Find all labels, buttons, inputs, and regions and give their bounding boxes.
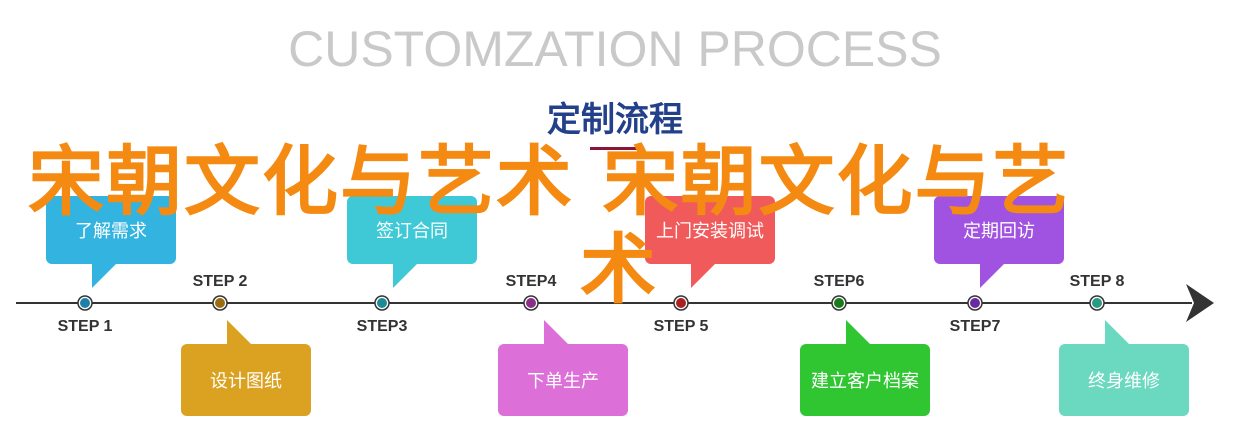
step-label: STEP4 bbox=[505, 273, 557, 290]
chinese-title: 定制流程 bbox=[547, 100, 683, 140]
step-bubble: 签订合同 bbox=[347, 196, 477, 288]
step-label: STEP 2 bbox=[192, 273, 248, 290]
step-dot bbox=[526, 298, 536, 308]
step-bubble-text: 签订合同 bbox=[376, 221, 448, 242]
step-bubble-text: 终身维修 bbox=[1088, 371, 1160, 392]
step-bubble: 建立客户档案 bbox=[800, 320, 930, 416]
step-bubble-tail bbox=[227, 320, 253, 346]
step-label: STEP 1 bbox=[57, 318, 113, 335]
step-dot bbox=[80, 298, 90, 308]
step-bubble: 上门安装调试 bbox=[645, 196, 775, 288]
step-bubble-text: 下单生产 bbox=[527, 371, 599, 392]
step-label: STEP6 bbox=[813, 273, 865, 290]
timeline-arrow-icon bbox=[1186, 284, 1214, 322]
step-bubble-tail bbox=[393, 262, 419, 288]
step-bubble-tail bbox=[980, 262, 1006, 288]
step-dot bbox=[970, 298, 980, 308]
step-dot bbox=[834, 298, 844, 308]
step-label: STEP 8 bbox=[1069, 273, 1125, 290]
english-title: CUSTOMZATION PROCESS bbox=[288, 21, 942, 77]
step-dot bbox=[676, 298, 686, 308]
step-bubble: 下单生产 bbox=[498, 320, 628, 416]
step-bubble-tail bbox=[691, 262, 717, 288]
step-bubble-tail bbox=[846, 320, 872, 346]
step-dot bbox=[377, 298, 387, 308]
step-label: STEP 5 bbox=[653, 318, 709, 335]
step-bubble: 设计图纸 bbox=[181, 320, 311, 416]
step-label: STEP7 bbox=[949, 318, 1001, 335]
step-bubble-tail bbox=[1105, 320, 1131, 346]
step-bubble-text: 建立客户档案 bbox=[811, 371, 919, 392]
step-bubble: 终身维修 bbox=[1059, 320, 1189, 416]
step-bubble-text: 上门安装调试 bbox=[656, 221, 764, 242]
step-bubble-tail bbox=[92, 262, 118, 288]
step-dot bbox=[1092, 298, 1102, 308]
title-underline bbox=[590, 147, 640, 150]
step-bubble-text: 设计图纸 bbox=[210, 371, 282, 392]
step-bubble-text: 了解需求 bbox=[75, 221, 147, 242]
step-bubble: 定期回访 bbox=[934, 196, 1064, 288]
step-bubble-tail bbox=[544, 320, 570, 346]
step-bubble-text: 定期回访 bbox=[963, 221, 1035, 242]
step-dot bbox=[215, 298, 225, 308]
step-bubble: 了解需求 bbox=[46, 196, 176, 288]
step-label: STEP3 bbox=[356, 318, 408, 335]
